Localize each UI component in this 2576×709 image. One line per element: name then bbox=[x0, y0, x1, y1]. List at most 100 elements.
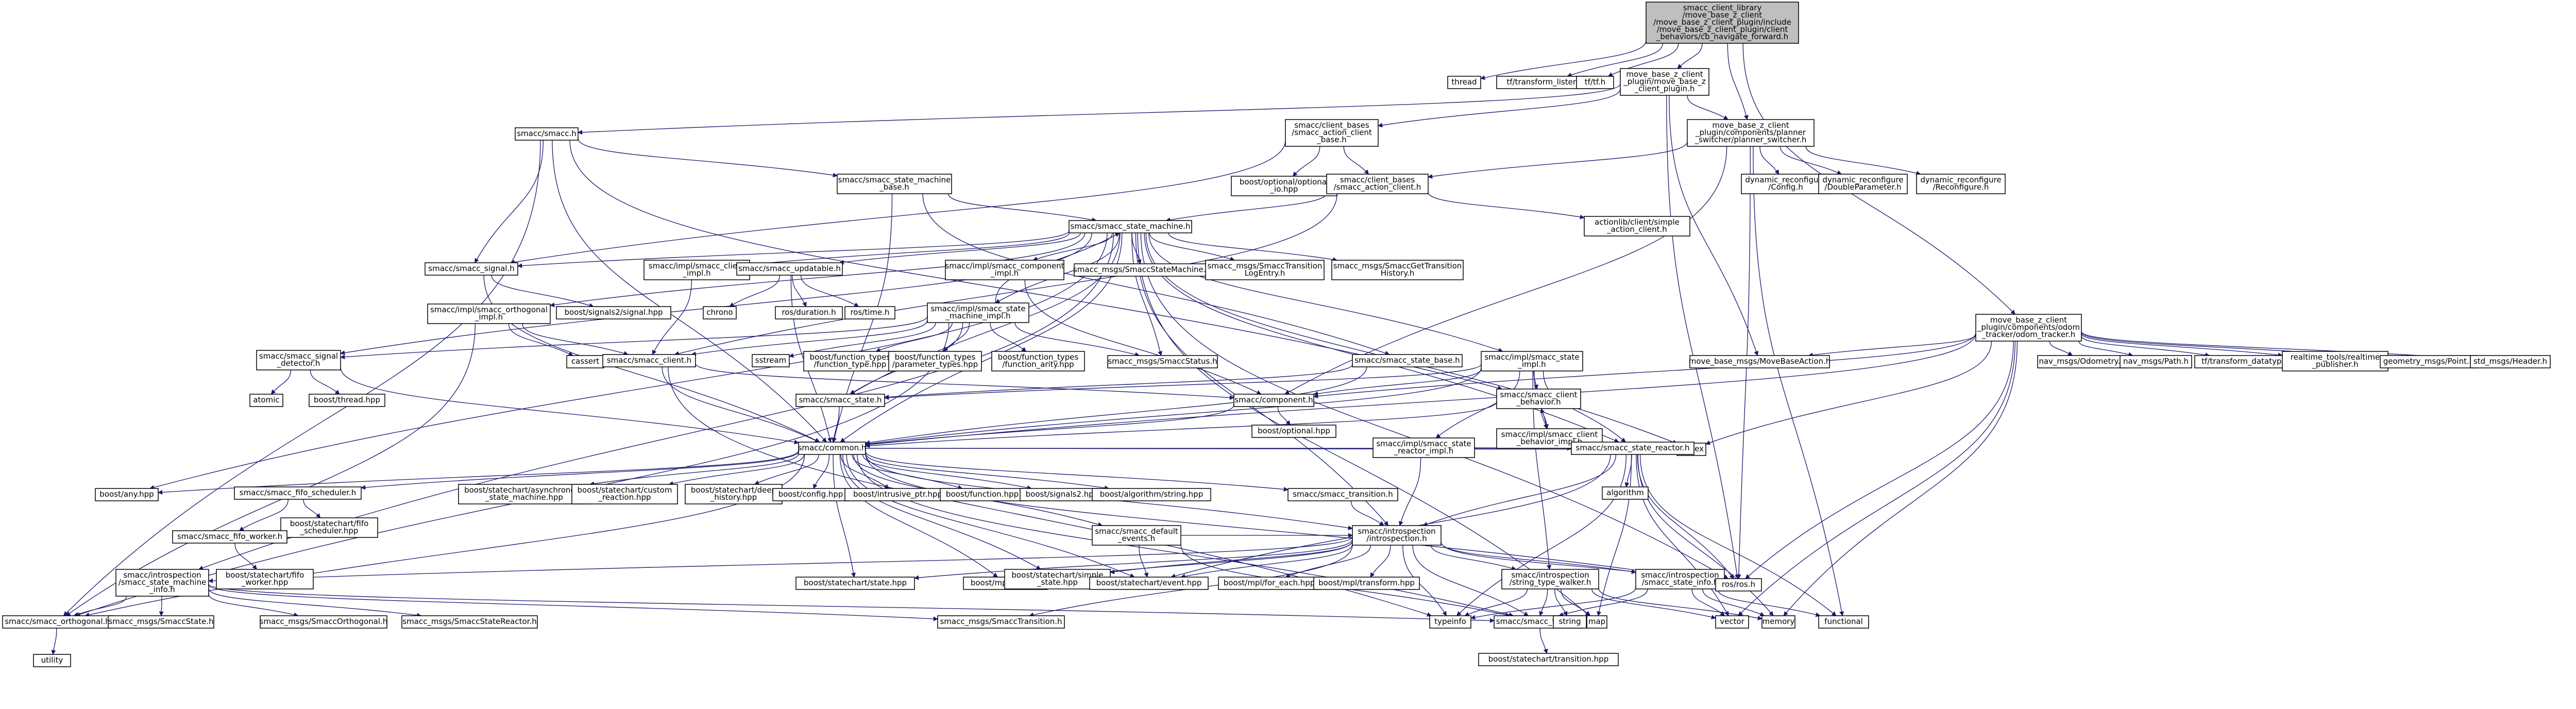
node-transition-h[interactable]: smacc/smacc_transition.h bbox=[1287, 488, 1398, 501]
edge-common-h-to-intrusive-ptr bbox=[840, 454, 890, 489]
node-sc-state[interactable]: boost/statechart/state.hpp bbox=[795, 577, 915, 590]
node-planner-switcher[interactable]: move_base_z_client_plugin/components/pla… bbox=[1687, 119, 1815, 147]
node-action-client-base[interactable]: smacc/client_bases/smacc_action_client_b… bbox=[1285, 119, 1379, 147]
node-cassert[interactable]: cassert bbox=[566, 355, 604, 368]
node-client-behavior[interactable]: smacc/smacc_client_behavior.h bbox=[1496, 389, 1581, 409]
node-thread-hpp[interactable]: boost/thread.hpp bbox=[309, 394, 385, 407]
node-signals2-signal[interactable]: boost/signals2/signal.hpp bbox=[556, 306, 671, 319]
node-algorithm-string[interactable]: boost/algorithm/string.hpp bbox=[1092, 488, 1211, 501]
node-smacc-h[interactable]: smacc/smacc.h bbox=[515, 127, 579, 141]
node-memory[interactable]: memory bbox=[1761, 615, 1795, 629]
node-client-h[interactable]: smacc/smacc_client.h bbox=[602, 354, 696, 367]
node-msg-state[interactable]: smacc_msgs/SmaccState.h bbox=[108, 615, 214, 629]
node-sc-fifo-scheduler[interactable]: boost/statechart/fifo_scheduler.hpp bbox=[280, 517, 378, 538]
node-sc-fifo-worker[interactable]: boost/statechart/fifo_worker.hpp bbox=[216, 569, 314, 589]
node-mpl-transform[interactable]: boost/mpl/transform.hpp bbox=[1313, 577, 1420, 590]
node-box bbox=[643, 260, 750, 280]
node-mbz-plugin[interactable]: move_base_z_client_plugin/move_base_z_cl… bbox=[1620, 68, 1709, 96]
node-impl-cb-impl[interactable]: smacc/impl/smacc_client_behavior_impl.h bbox=[1496, 428, 1603, 449]
node-sc-custom[interactable]: boost/statechart/custom_reaction.hpp bbox=[571, 484, 678, 504]
node-msg-transition[interactable]: smacc_msgs/SmaccTransition.h bbox=[937, 615, 1065, 629]
node-state-machine[interactable]: smacc/smacc_state_machine.h bbox=[1069, 220, 1192, 233]
node-impl-sr-impl[interactable]: smacc/impl/smacc_state_reactor_impl.h bbox=[1372, 437, 1475, 458]
node-msg-status[interactable]: smacc_msgs/SmaccStatus.h bbox=[1107, 355, 1218, 368]
node-impl-client-impl[interactable]: smacc/impl/smacc_client_impl.h bbox=[643, 260, 750, 280]
node-signal-detector[interactable]: smacc/smacc_signal_detector.h bbox=[256, 350, 341, 370]
node-any-hpp[interactable]: boost/any.hpp bbox=[95, 488, 159, 501]
node-state-info[interactable]: smacc/introspection/smacc_state_info.h bbox=[1635, 569, 1725, 589]
node-ft-parameter-types[interactable]: boost/function_types/parameter_types.hpp bbox=[888, 351, 982, 372]
node-state-base[interactable]: smacc/smacc_state_base.h bbox=[1352, 354, 1463, 367]
node-dr-double[interactable]: dynamic_reconfigure/DoubleParameter.h bbox=[1818, 174, 1908, 194]
node-algorithm[interactable]: algorithm bbox=[1602, 486, 1649, 500]
node-sc-async[interactable]: boost/statechart/asynchronous_state_mach… bbox=[458, 484, 590, 504]
node-action-client[interactable]: smacc/client_bases/smacc_action_client.h bbox=[1326, 174, 1429, 194]
node-thread[interactable]: thread bbox=[1447, 76, 1481, 89]
node-sc-deep-history[interactable]: boost/statechart/deep_history.hpp bbox=[685, 484, 783, 504]
node-introspection[interactable]: smacc/introspection/introspection.h bbox=[1352, 525, 1442, 546]
node-msg-orthogonal[interactable]: smacc_msgs/SmaccOrthogonal.h bbox=[260, 615, 388, 629]
node-string[interactable]: string bbox=[1553, 615, 1587, 629]
node-simple-action-client[interactable]: actionlib/client/simple_action_client.h bbox=[1584, 216, 1690, 237]
edge-action-client-base-to-optional-io bbox=[1292, 146, 1320, 177]
node-chrono[interactable]: chrono bbox=[703, 306, 737, 319]
node-utility[interactable]: utility bbox=[33, 654, 71, 667]
node-dr-reconf[interactable]: dynamic_reconfigure/Reconfigure.h bbox=[1916, 174, 2006, 194]
node-map[interactable]: map bbox=[1586, 615, 1607, 629]
node-ft-function-arity[interactable]: boost/function_types/function_arity.hpp bbox=[991, 351, 1085, 372]
node-label-line: _impl.h bbox=[474, 312, 503, 322]
node-updatable[interactable]: smacc/smacc_updatable.h bbox=[736, 262, 843, 276]
node-typeinfo[interactable]: typeinfo bbox=[1429, 615, 1471, 629]
node-atomic[interactable]: atomic bbox=[249, 394, 283, 407]
node-string-type-walker[interactable]: smacc/introspection/string_type_walker.h bbox=[1501, 569, 1599, 589]
node-state-h[interactable]: smacc/smacc_state.h bbox=[795, 394, 885, 407]
node-odom-tracker[interactable]: move_base_z_client_plugin/components/odo… bbox=[1975, 314, 2082, 342]
node-label-line: /function_arity.hpp bbox=[1002, 360, 1074, 369]
node-sm-info[interactable]: smacc/introspection/smacc_state_machine_… bbox=[115, 569, 209, 597]
node-nav-path[interactable]: nav_msgs/Path.h bbox=[2120, 355, 2192, 368]
node-fifo-scheduler[interactable]: smacc/smacc_fifo_scheduler.h bbox=[234, 486, 362, 500]
node-sm-base[interactable]: smacc/smacc_state_machine_base.h bbox=[837, 174, 952, 194]
node-impl-component-impl[interactable]: smacc/impl/smacc_component_impl.h bbox=[945, 260, 1064, 280]
node-optional-hpp[interactable]: boost/optional.hpp bbox=[1251, 425, 1336, 438]
node-mb-action[interactable]: move_base_msgs/MoveBaseAction.h bbox=[1689, 355, 1831, 368]
node-functional[interactable]: functional bbox=[1818, 615, 1869, 629]
node-root[interactable]: smacc_client_library/move_base_z_client/… bbox=[1646, 2, 1799, 44]
node-impl-sm-impl[interactable]: smacc/impl/smacc_state_machine_impl.h bbox=[927, 302, 1029, 323]
node-box bbox=[425, 262, 518, 276]
node-mpl-for-each[interactable]: boost/mpl/for_each.hpp bbox=[1218, 577, 1320, 590]
node-msg-sm[interactable]: smacc_msgs/SmaccStateMachine.h bbox=[1073, 263, 1211, 277]
node-sc-event[interactable]: boost/statechart/event.hpp bbox=[1089, 577, 1209, 590]
node-common-h[interactable]: smacc/common.h bbox=[798, 442, 867, 455]
node-nav-odom[interactable]: nav_msgs/Odometry.h bbox=[2037, 355, 2127, 368]
node-sc-transition[interactable]: boost/statechart/transition.hpp bbox=[1478, 653, 1619, 666]
node-config-hpp[interactable]: boost/config.hpp bbox=[772, 488, 849, 501]
node-tf[interactable]: tf/tf.h bbox=[1576, 76, 1614, 89]
node-optional-io[interactable]: boost/optional/optional_io.hpp bbox=[1231, 176, 1337, 196]
node-msg-state-reactor[interactable]: smacc_msgs/SmaccStateReactor.h bbox=[401, 615, 538, 629]
node-rt-publisher[interactable]: realtime_tools/realtime_publisher.h bbox=[2282, 351, 2388, 372]
node-component-h[interactable]: smacc/component.h bbox=[1233, 394, 1314, 407]
node-state-reactor[interactable]: smacc/smacc_state_reactor.h bbox=[1571, 442, 1694, 455]
node-signal-h[interactable]: smacc/smacc_signal.h bbox=[425, 262, 518, 276]
node-std-header[interactable]: std_msgs/Header.h bbox=[2470, 355, 2551, 368]
node-vector[interactable]: vector bbox=[1715, 615, 1749, 629]
node-ft-function-type[interactable]: boost/function_types/function_type.hpp bbox=[803, 351, 897, 372]
node-box bbox=[1975, 314, 2082, 342]
node-function-hpp[interactable]: boost/function.hpp bbox=[940, 488, 1025, 501]
node-orthogonal-h[interactable]: smacc/smacc_orthogonal.h bbox=[2, 615, 113, 629]
node-intrusive-ptr[interactable]: boost/intrusive_ptr.hpp bbox=[844, 488, 951, 501]
node-ros-h[interactable]: ros/ros.h bbox=[1715, 578, 1762, 592]
node-geo-point[interactable]: geometry_msgs/Point.h bbox=[2380, 355, 2478, 368]
node-impl-state-impl[interactable]: smacc/impl/smacc_state_impl.h bbox=[1481, 351, 1583, 372]
node-ros-time[interactable]: ros/time.h bbox=[844, 306, 895, 319]
node-fifo-worker[interactable]: smacc/smacc_fifo_worker.h bbox=[172, 530, 287, 544]
node-impl-orthogonal-impl[interactable]: smacc/impl/smacc_orthogonal_impl.h bbox=[427, 303, 551, 324]
node-signals2-hpp[interactable]: boost/signals2.hpp bbox=[1020, 488, 1105, 501]
node-dr-config[interactable]: dynamic_reconfigure/Config.h bbox=[1741, 174, 1831, 194]
node-default-events[interactable]: smacc/smacc_default_events.h bbox=[1092, 525, 1181, 546]
node-ros-duration[interactable]: ros/duration.h bbox=[775, 306, 843, 319]
node-sstream[interactable]: sstream bbox=[752, 354, 790, 367]
